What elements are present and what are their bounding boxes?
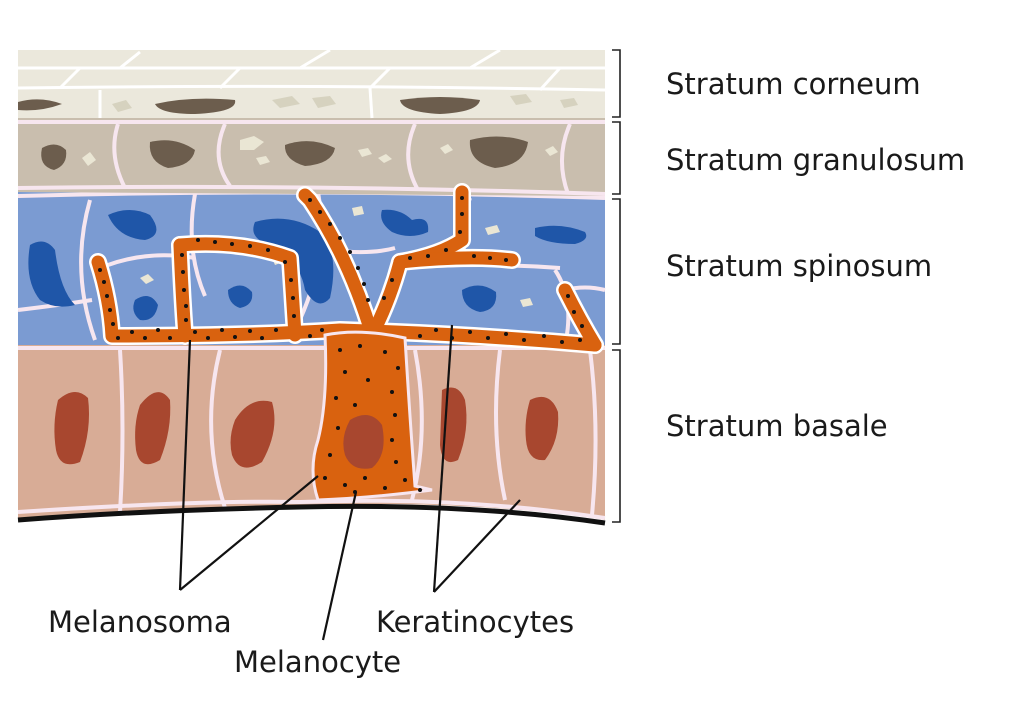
bracket-corneum <box>612 49 621 118</box>
bracket-basale <box>612 349 621 523</box>
spinosum-nuclei <box>28 209 587 321</box>
leader-keratinocytes-2 <box>433 499 521 593</box>
layer-brackets <box>612 49 621 523</box>
melanocyte <box>89 183 604 502</box>
leader-melanosoma-2 <box>179 475 319 591</box>
leader-melanosoma-1 <box>178 339 192 591</box>
stratum-corneum-layer <box>17 48 606 119</box>
bracket-spinosum <box>612 198 621 345</box>
bracket-granulosum <box>612 121 621 195</box>
leader-keratinocytes-1 <box>432 324 454 593</box>
label-keratinocytes: Keratinocytes <box>376 605 574 639</box>
melanocyte-nucleus <box>343 415 384 469</box>
granulosum-nuclei <box>41 136 528 170</box>
label-melanocyte: Melanocyte <box>234 645 401 679</box>
label-stratum-basale: Stratum basale <box>666 409 888 443</box>
leader-lines <box>178 324 521 641</box>
label-melanosoma: Melanosoma <box>48 605 232 639</box>
corneum-flattened-nuclei <box>18 97 480 114</box>
melanosome-dots <box>98 196 584 494</box>
label-stratum-corneum: Stratum corneum <box>666 67 921 101</box>
label-stratum-granulosum: Stratum granulosum <box>666 143 965 177</box>
leader-melanocyte <box>321 491 358 641</box>
basement-membrane <box>17 503 606 526</box>
stratum-basale-layer <box>17 345 606 520</box>
stratum-granulosum-layer <box>17 118 606 196</box>
label-stratum-spinosum: Stratum spinosum <box>666 249 932 283</box>
